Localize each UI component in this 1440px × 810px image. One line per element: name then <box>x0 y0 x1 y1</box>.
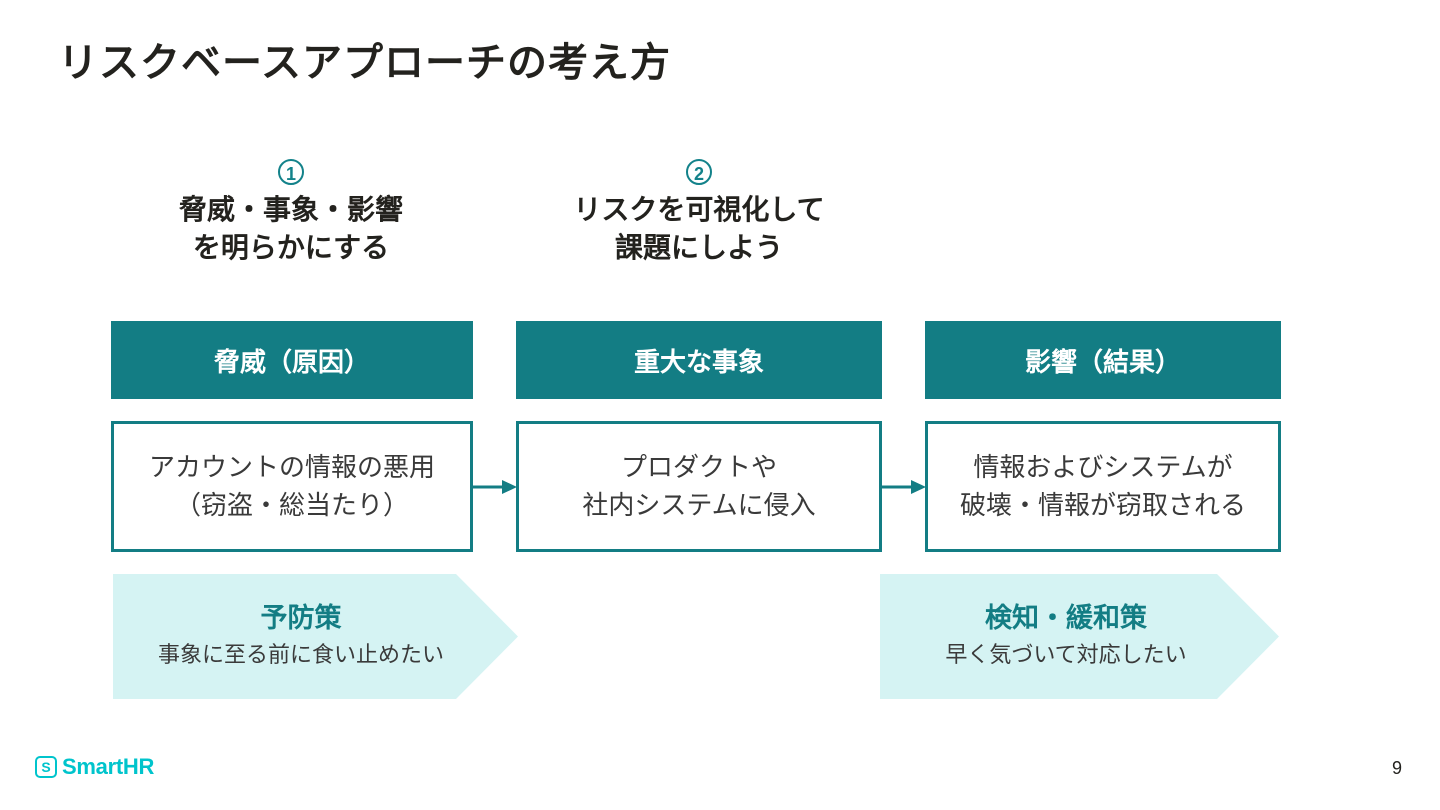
step-2: 2 リスクを可視化して 課題にしよう <box>540 159 858 267</box>
smarthr-wordmark: SmartHR <box>62 754 155 779</box>
smarthr-logo: S SmartHR <box>35 754 154 780</box>
step-text: リスクを可視化して 課題にしよう <box>573 193 825 264</box>
event-box: プロダクトや 社内システムに侵入 <box>516 421 882 552</box>
column-header-impact: 影響（結果） <box>925 321 1281 399</box>
detection-title: 検知・緩和策 <box>985 602 1147 634</box>
prevention-chevron: 予防策 事象に至る前に食い止めたい <box>113 574 518 699</box>
column-header-threat: 脅威（原因） <box>111 321 473 399</box>
arrow-right-icon <box>881 480 926 494</box>
column-header-event: 重大な事象 <box>516 321 882 399</box>
arrow-right-icon <box>472 480 517 494</box>
step-number-badge: 1 <box>278 159 304 185</box>
step-number-badge: 2 <box>686 159 712 185</box>
smarthr-logo-icon: S <box>35 756 57 778</box>
prevention-subtitle: 事象に至る前に食い止めたい <box>157 642 444 668</box>
detection-subtitle: 早く気づいて対応したい <box>945 642 1187 668</box>
page-number: 9 <box>1391 758 1402 778</box>
step-1: 1 脅威・事象・影響 を明らかにする <box>150 159 432 267</box>
impact-box: 情報およびシステムが 破壊・情報が窃取される <box>925 421 1281 552</box>
slide-title: リスクベースアプローチの考え方 <box>58 40 671 86</box>
threat-box: アカウントの情報の悪用 （窃盗・総当たり） <box>111 421 473 552</box>
detection-chevron: 検知・緩和策 早く気づいて対応したい <box>880 574 1279 699</box>
prevention-title: 予防策 <box>260 602 342 634</box>
step-text: 脅威・事象・影響 を明らかにする <box>178 193 403 264</box>
